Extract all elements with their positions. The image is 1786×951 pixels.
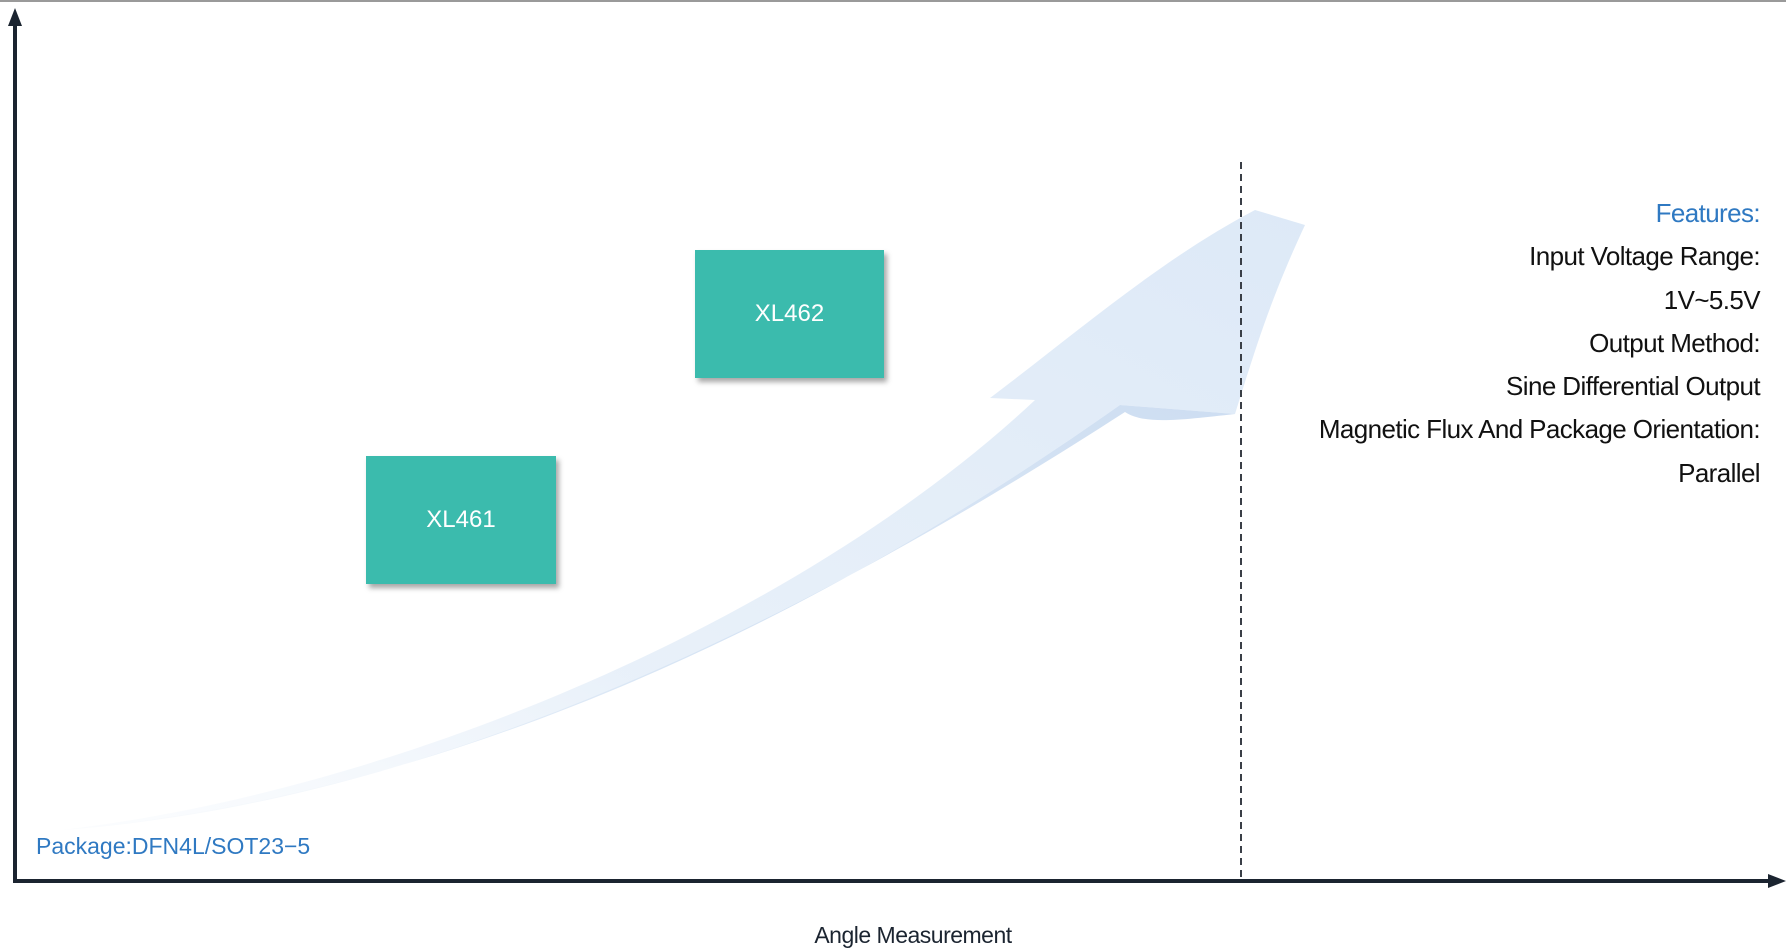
feature-line-output-method-value: Sine Differential Output: [1506, 371, 1761, 402]
x-axis-arrowhead: [1768, 874, 1786, 888]
feature-line-orientation-label: Magnetic Flux And Package Orientation:: [1318, 414, 1761, 445]
features-panel: Features: Input Voltage Range: 1V~5.5V O…: [1318, 192, 1761, 495]
feature-line-input-voltage-value: 1V~5.5V: [1663, 284, 1761, 315]
package-label: Package:DFN4L/SOT23−5: [36, 833, 311, 859]
feature-line-orientation-value: Parallel: [1678, 457, 1761, 488]
product-box-xl462: XL462: [695, 250, 884, 378]
product-box-xl461: XL461: [366, 456, 556, 584]
x-axis-label: Angle Measurement: [814, 922, 1012, 948]
y-axis-arrowhead: [8, 8, 22, 26]
product-label: XL461: [426, 506, 496, 533]
feature-line-output-method-label: Output Method:: [1589, 327, 1760, 358]
features-title: Features:: [1655, 198, 1761, 228]
growth-arrow: [62, 210, 1305, 830]
product-label: XL462: [754, 300, 825, 327]
feature-line-input-voltage-label: Input Voltage Range:: [1529, 241, 1760, 272]
